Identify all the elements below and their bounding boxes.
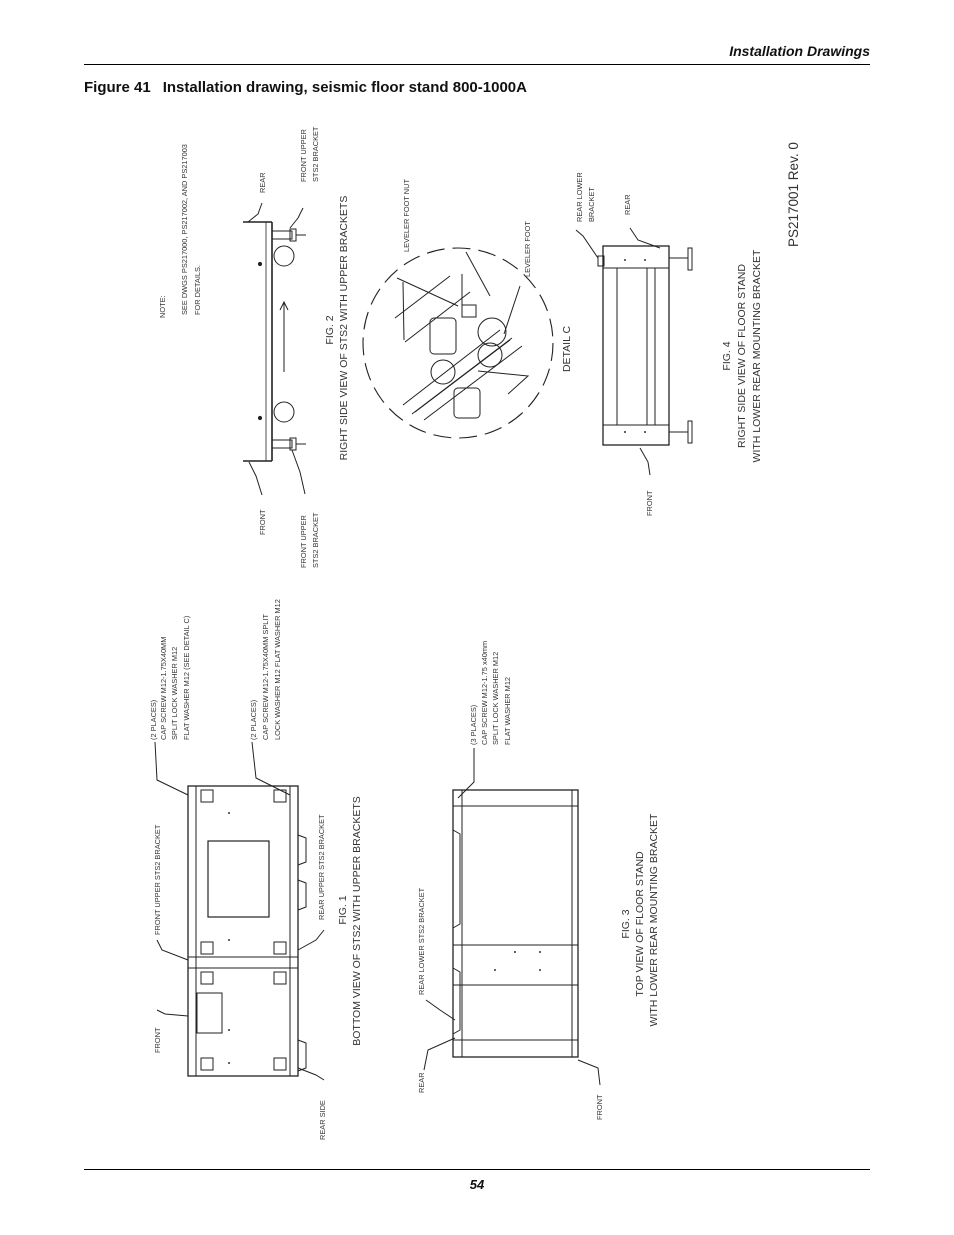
fig1-front-upper-label: FRONT UPPER STS2 BRACKET [153,824,162,935]
fig1-callout-b-3: LOCK WASHER M12 FLAT WASHER M12 [273,599,282,740]
fig4-rear-lower-1: REAR LOWER [575,172,584,222]
fig3-caption-2: WITH LOWER REAR MOUNTING BRACKET [648,813,660,1027]
fig3-rear-label: REAR [417,1072,426,1093]
note-label: NOTE: [158,295,167,318]
footer-rule [84,1169,870,1170]
fig1-callout-a-3: SPLIT LOCK WASHER M12 [170,647,179,740]
fig2-front-upper-top-2: STS2 BRACKET [311,126,320,182]
fig1-callout-a-4: FLAT WASHER M12 (SEE DETAIL C) [182,616,191,740]
header-rule [84,64,870,65]
note-line2: FOR DETAILS. [193,265,202,315]
detail-c-view [362,247,554,439]
detail-c-title: DETAIL C [561,326,573,373]
fig2-side-view [243,202,306,496]
fig3-title: FIG. 3 [620,909,632,938]
fig1-rear-side-label: REAR SIDE [318,1100,327,1140]
fig4-front-label: FRONT [645,490,654,516]
fig4-side-view [575,227,693,476]
fig1-callout-b-1: (2 PLACES) [249,700,258,740]
fig4-caption-1: RIGHT SIDE VIEW OF FLOOR STAND [736,264,748,448]
section-header: Installation Drawings [729,43,870,59]
leveler-foot-label: LEVELER FOOT [523,221,532,277]
fig2-front-label: FRONT [258,509,267,535]
fig2-rear-label: REAR [258,172,267,193]
fig3-caption-1: TOP VIEW OF FLOOR STAND [634,851,646,997]
fig2-title: FIG. 2 [324,315,336,344]
fig1-bottom-view [154,741,325,1081]
fig1-caption: BOTTOM VIEW OF STS2 WITH UPPER BRACKETS [351,796,363,1046]
fig4-rear-label: REAR [623,194,632,215]
fig2-front-upper-bottom-1: FRONT UPPER [299,515,308,568]
fig2-front-upper-top-1: FRONT UPPER [299,129,308,182]
figure-caption: Installation drawing, seismic floor stan… [162,79,527,96]
fig3-callout-1: (3 PLACES) [469,705,478,745]
fig2-caption: RIGHT SIDE VIEW OF STS2 WITH UPPER BRACK… [338,196,350,461]
drawing-dots [228,259,646,1064]
fig3-rear-lower-label: REAR LOWER STS2 BRACKET [417,887,426,995]
fig1-front-label: FRONT [153,1027,162,1053]
fig1-callout-a-1: (2 PLACES) [149,700,158,740]
leveler-foot-nut-label: LEVELER FOOT NUT [402,179,411,252]
fig4-caption-2: WITH LOWER REAR MOUNTING BRACKET [751,249,763,463]
fig4-title: FIG. 4 [721,341,733,370]
drawing-id: PS217001 Rev. 0 [786,142,801,247]
fig1-callout-b-2: CAP SCREW M12-1.75X40MM SPLIT [261,614,270,740]
figure-title: Figure 41 Installation drawing, seismic f… [84,79,527,96]
fig3-front-label: FRONT [595,1094,604,1120]
fig1-callout-a-2: CAP SCREW M12-1.75X40MM [159,637,168,740]
fig1-rear-upper-label: REAR UPPER STS2 BRACKET [317,814,326,920]
fig2-front-upper-bottom-2: STS2 BRACKET [311,512,320,568]
fig1-title: FIG. 1 [337,895,349,924]
figure-number: Figure 41 [84,79,151,96]
page-number: 54 [469,1177,485,1192]
fig3-top-view [423,748,601,1086]
fig3-callout-4: FLAT WASHER M12 [503,677,512,745]
fig4-rear-lower-2: BRACKET [587,187,596,222]
fig3-callout-3: SPLIT LOCK WASHER M12 [491,652,500,745]
fig3-callout-2: CAP SCREW M12-1.75 x40mm [480,641,489,745]
note-line1: SEE DWGS PS217000, PS217002, AND PS21700… [180,144,189,315]
